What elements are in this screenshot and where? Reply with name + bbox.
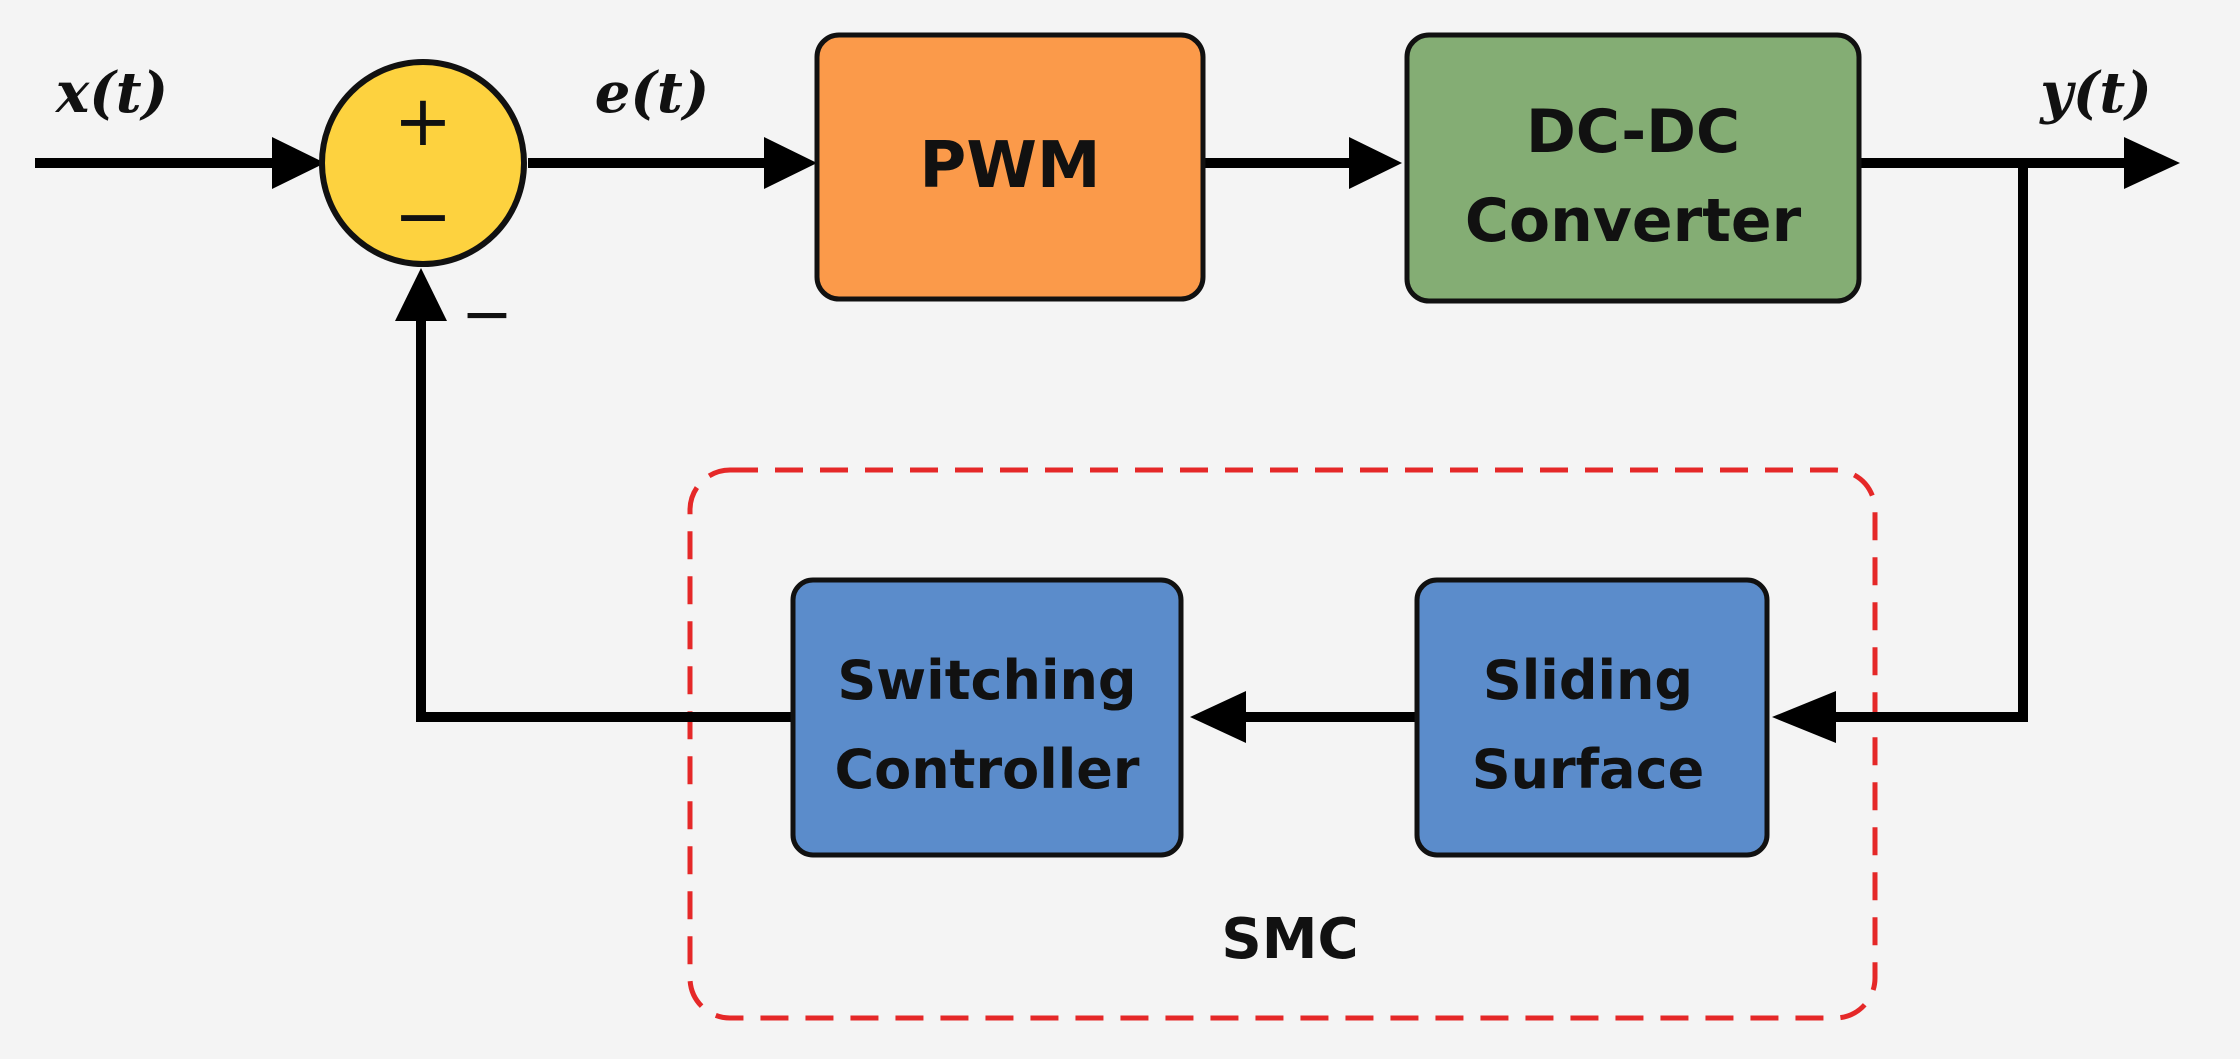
smc-group-border [687,467,1878,1021]
switching-controller-label-line1: Switching [837,649,1136,712]
summing-junction [319,59,527,267]
converter-label-line2: Converter [1465,186,1802,256]
switching-controller-block [790,577,1184,858]
error-signal-label: e(t) [595,60,710,126]
converter-block [1404,32,1862,304]
pwm-label: PWM [919,129,1100,203]
converter-label-line1: DC-DC [1526,97,1740,167]
output-arrowhead [2124,137,2180,189]
converter-arrowhead [1349,137,1402,189]
arrowheads [272,137,2180,743]
feedback-arrowhead [395,268,447,321]
smc-label: SMC [1221,907,1358,972]
sliding-surface-label-line2: Surface [1472,738,1705,801]
sliding-surface-block [1414,577,1770,858]
feedback-takeoff-wire [1830,163,2028,722]
controller-output-arrowhead [1190,691,1246,743]
pwm-block [814,32,1206,302]
signal-wires [35,158,2130,722]
output-signal-label: y(t) [2038,60,2151,126]
input-arrowhead [272,137,325,189]
error-arrowhead [764,137,817,189]
input-signal-label: x(t) [55,60,168,126]
switching-controller-label-line2: Controller [835,738,1140,801]
minus-sign: − [394,175,453,257]
surface-input-arrowhead [1772,691,1836,743]
sliding-surface-label-line1: Sliding [1483,649,1693,712]
feedback-minus-sign: − [461,277,513,350]
plus-sign: + [394,80,453,162]
feedback-return-wire [416,315,793,722]
